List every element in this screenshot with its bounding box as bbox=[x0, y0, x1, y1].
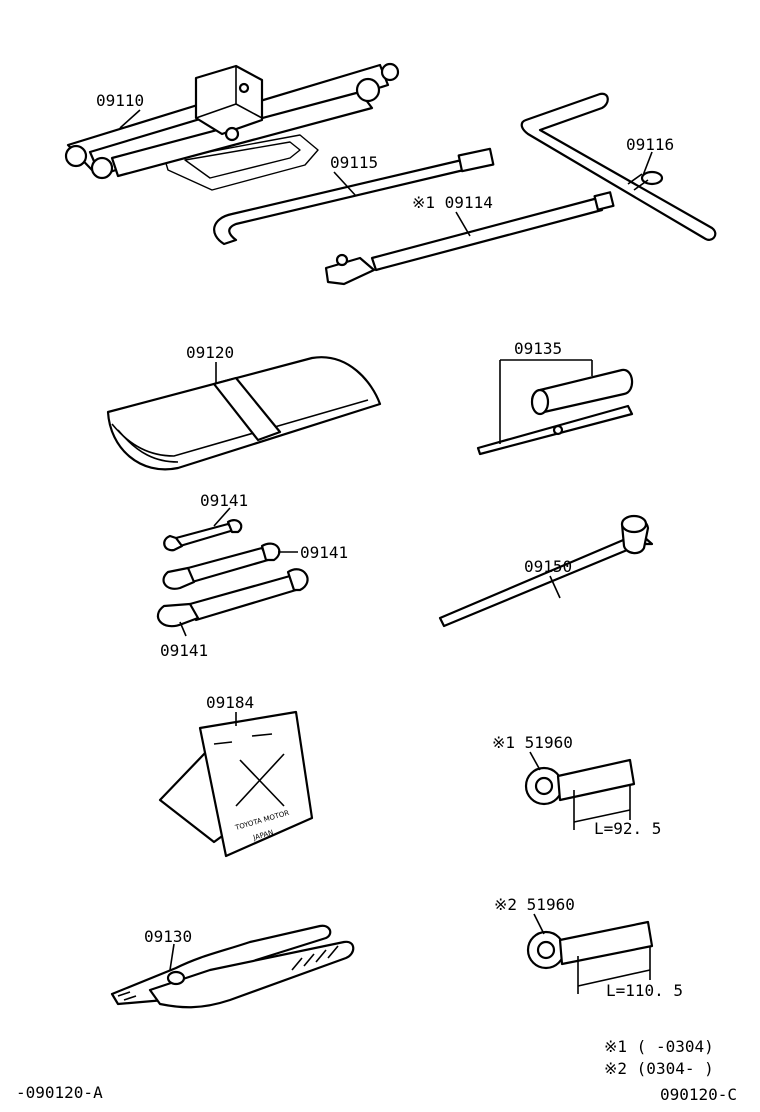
label-lug-wrench: 09150 bbox=[524, 557, 572, 576]
label-towing-eye-1: ※1 51960 bbox=[492, 733, 573, 752]
jack-handle-drawing bbox=[213, 147, 495, 246]
label-pliers: 09130 bbox=[144, 927, 192, 946]
label-jack-handle: 09115 bbox=[330, 153, 378, 172]
towing-eye-1-drawing bbox=[524, 758, 636, 830]
wrench-mid-drawing bbox=[162, 542, 281, 590]
label-towing-eye-2: ※2 51960 bbox=[494, 895, 575, 914]
handle-extension-drawing bbox=[324, 191, 615, 286]
label-wrench-large: 09141 bbox=[160, 641, 208, 660]
note-2: ※2 (0304- ) bbox=[604, 1059, 714, 1078]
label-wrench-mid: 09141 bbox=[300, 543, 348, 562]
pliers-drawing bbox=[110, 924, 355, 1009]
wheel-chock-drawing: TOYOTA MOTOR JAPAN bbox=[158, 710, 314, 858]
label-towing-eye-2-length: L=110. 5 bbox=[606, 981, 683, 1000]
label-wrench-small: 09141 bbox=[200, 491, 248, 510]
towing-eye-2-drawing bbox=[526, 920, 654, 994]
label-wheel-chock: 09184 bbox=[206, 693, 254, 712]
wheel-brace-drawing bbox=[520, 92, 717, 241]
code-left: -090120-A bbox=[16, 1083, 103, 1102]
wrench-small-drawing bbox=[163, 519, 243, 552]
label-screwdriver: 09135 bbox=[514, 339, 562, 358]
tool-bag-drawing bbox=[106, 356, 382, 471]
screwdriver-drawing bbox=[476, 368, 634, 456]
code-right: 090120-C bbox=[660, 1085, 737, 1104]
lug-wrench-drawing bbox=[438, 514, 654, 628]
label-handle-extension: ※1 09114 bbox=[412, 193, 493, 212]
label-jack: 09110 bbox=[96, 91, 144, 110]
label-wheel-brace: 09116 bbox=[626, 135, 674, 154]
jack-drawing bbox=[64, 62, 400, 191]
wrench-large-drawing bbox=[156, 568, 309, 628]
note-1: ※1 ( -0304) bbox=[604, 1037, 714, 1056]
label-towing-eye-1-length: L=92. 5 bbox=[594, 819, 661, 838]
label-tool-bag: 09120 bbox=[186, 343, 234, 362]
